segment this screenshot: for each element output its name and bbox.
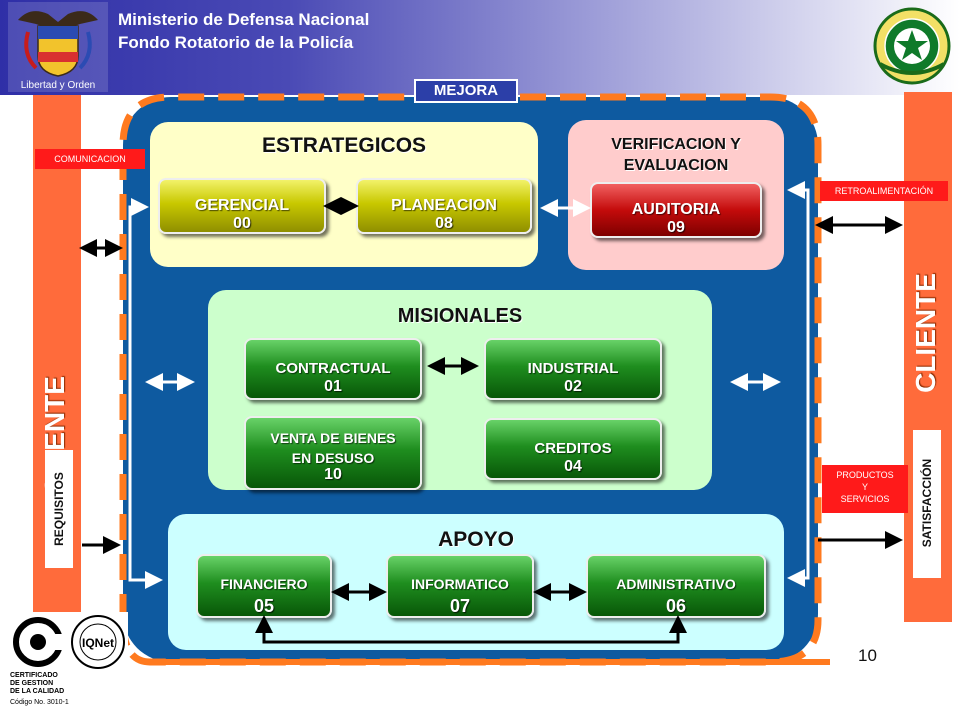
informatico-code: 07 bbox=[449, 596, 471, 616]
certification-area: IQNet CERTIFICADO DE GESTION DE LA CALID… bbox=[8, 612, 128, 717]
motto-text: Libertad y Orden bbox=[21, 80, 96, 91]
financiero-button[interactable]: FINANCIERO 05 bbox=[196, 554, 332, 618]
venta-bienes-button[interactable]: VENTA DE BIENES EN DESUSO 10 bbox=[244, 416, 422, 490]
venta-label-line1: VENTA DE BIENES bbox=[270, 430, 396, 446]
slide-number: 10 bbox=[858, 646, 877, 665]
contractual-label: CONTRACTUAL bbox=[275, 360, 391, 377]
header-banner: Libertad y Orden Ministerio de Defensa N… bbox=[0, 0, 960, 95]
administrativo-label: ADMINISTRATIVO bbox=[616, 576, 736, 592]
verificacion-group: VERIFICACION Y EVALUACION AUDITORIA 09 bbox=[568, 120, 784, 270]
iqnet-logo-icon: IQNet bbox=[71, 615, 125, 669]
comunicacion-tag: COMUNICACION bbox=[35, 149, 145, 169]
verificacion-title-line1: VERIFICACION Y bbox=[611, 136, 741, 153]
venta-code: 10 bbox=[324, 466, 342, 483]
industrial-code: 02 bbox=[564, 378, 582, 395]
administrativo-code: 06 bbox=[665, 596, 687, 616]
satisfaccion-box: SATISFACCIÓN bbox=[913, 430, 941, 578]
left-feedback-line bbox=[128, 205, 155, 582]
apoyo-title: APOYO bbox=[438, 528, 514, 551]
certificate-line2: DE GESTION bbox=[10, 680, 54, 687]
police-emblem-icon bbox=[873, 7, 951, 85]
creditos-label: CREDITOS bbox=[534, 440, 612, 457]
financiero-code: 05 bbox=[253, 596, 275, 616]
estrategicos-title: ESTRATEGICOS bbox=[261, 134, 427, 157]
gerencial-code: 00 bbox=[233, 215, 251, 232]
creditos-code: 04 bbox=[564, 458, 582, 475]
icontec-logo-icon bbox=[13, 617, 64, 667]
servicios-line: SERVICIOS bbox=[840, 494, 890, 504]
verificacion-title: VERIFICACION Y EVALUACION bbox=[568, 134, 784, 176]
industrial-button[interactable]: INDUSTRIAL 02 bbox=[484, 338, 662, 400]
verificacion-title-line2: EVALUACION bbox=[623, 157, 729, 174]
certificate-line1: CERTIFICADO bbox=[10, 672, 58, 679]
productos-line: PRODUCTOS bbox=[836, 470, 894, 480]
planeacion-code: 08 bbox=[435, 215, 453, 232]
misionales-group: MISIONALES CONTRACTUAL 01 INDUSTRIAL 02 … bbox=[208, 290, 712, 490]
apoyo-group: APOYO FINANCIERO 05 INFORMATICO 07 ADMIN… bbox=[168, 514, 784, 650]
certificate-code: Código No. 3010-1 bbox=[10, 699, 69, 706]
estrategicos-group: ESTRATEGICOS GERENCIAL 00 PLANEACION 08 bbox=[150, 122, 538, 267]
mejora-tag: MEJORA bbox=[414, 79, 518, 103]
ministry-name: Ministerio de Defensa Nacional bbox=[118, 10, 370, 29]
auditoria-label: AUDITORIA bbox=[631, 201, 721, 218]
fund-name: Fondo Rotatorio de la Policía bbox=[118, 33, 354, 52]
misionales-title: MISIONALES bbox=[397, 305, 523, 327]
contractual-code: 01 bbox=[324, 378, 342, 395]
requisitos-box: REQUISITOS bbox=[45, 450, 73, 568]
right-feedback-line bbox=[790, 188, 810, 580]
industrial-label: INDUSTRIAL bbox=[527, 360, 619, 377]
auditoria-code: 09 bbox=[667, 219, 685, 236]
informatico-label: INFORMATICO bbox=[411, 576, 509, 592]
iqnet-text: IQNet bbox=[82, 636, 114, 650]
planeacion-button[interactable]: PLANEACION 08 bbox=[356, 178, 532, 234]
colombia-coat-of-arms-icon: Libertad y Orden bbox=[8, 2, 108, 92]
contractual-button[interactable]: CONTRACTUAL 01 bbox=[244, 338, 422, 400]
retroalimentacion-tag: RETROALIMENTACIÓN bbox=[820, 181, 948, 201]
productos-servicios-tag: PRODUCTOS Y SERVICIOS bbox=[822, 465, 908, 513]
certificate-text: CERTIFICADO DE GESTION DE LA CALIDAD Cód… bbox=[10, 672, 69, 707]
certificate-line3: DE LA CALIDAD bbox=[10, 688, 65, 695]
y-line: Y bbox=[861, 482, 868, 492]
creditos-button[interactable]: CREDITOS 04 bbox=[484, 418, 662, 480]
planeacion-label: PLANEACION bbox=[391, 197, 497, 214]
gerencial-label: GERENCIAL bbox=[194, 197, 290, 214]
financiero-label: FINANCIERO bbox=[220, 576, 308, 592]
financiero-administrativo-line bbox=[262, 622, 680, 644]
venta-label-line2: EN DESUSO bbox=[291, 450, 375, 466]
auditoria-button[interactable]: AUDITORIA 09 bbox=[590, 182, 762, 238]
